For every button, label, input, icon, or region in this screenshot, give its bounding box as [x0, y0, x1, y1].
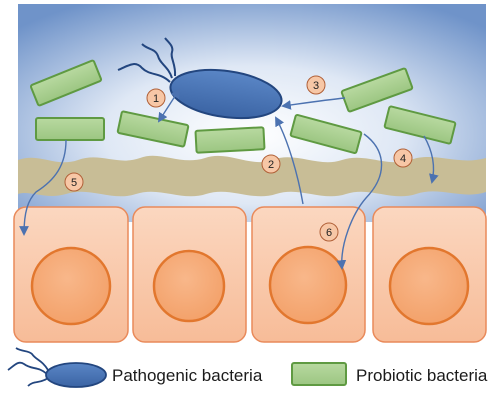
marker-5-label: 5 [71, 177, 77, 189]
marker-3: 3 [306, 75, 326, 95]
cell-nucleus [388, 246, 470, 326]
probiotic-bacterium [289, 114, 363, 154]
cell-nucleus [152, 249, 226, 323]
flagellum [117, 63, 171, 83]
marker-5: 5 [64, 172, 84, 192]
probiotic-bacterium [35, 117, 105, 141]
legend-probiotic-icon [291, 362, 347, 386]
cell-nucleus [30, 246, 112, 326]
arrow-3 [281, 97, 346, 110]
probiotic-bacterium [29, 59, 103, 107]
arrow-6 [336, 133, 383, 270]
marker-4: 4 [393, 148, 413, 168]
marker-6-label: 6 [326, 227, 332, 239]
arrow-2-to-pathogen [275, 116, 304, 205]
interaction-arrows [19, 88, 439, 270]
marker-2-label: 2 [268, 159, 274, 171]
arrow-5 [19, 139, 67, 236]
mucus-layer [18, 155, 486, 197]
flagellum [164, 37, 177, 77]
arrow-1 [157, 88, 181, 123]
flagellum [141, 43, 173, 79]
legend-probiotic-label: Probiotic bacteria [356, 366, 488, 385]
arrow-4 [423, 135, 439, 184]
marker-6: 6 [319, 222, 339, 242]
marker-1: 1 [146, 88, 166, 108]
marker-3-label: 3 [313, 80, 319, 92]
marker-1-label: 1 [153, 93, 159, 105]
probiotic-bacterium [194, 126, 266, 154]
cell-nucleus [268, 245, 348, 325]
legend-pathogenic-label: Pathogenic bacteria [112, 366, 263, 385]
probiotic-bacterium [340, 67, 414, 113]
number-markers: 1 2 3 4 5 6 [64, 75, 413, 242]
epithelial-cells [13, 206, 487, 343]
probiotic-bacteria-group [29, 59, 457, 154]
legend-pathogen-icon [7, 347, 107, 388]
probiotic-bacterium [116, 110, 190, 148]
legend: Pathogenic bacteria Probiotic bacteria [7, 347, 488, 388]
marker-4-label: 4 [400, 153, 406, 165]
marker-2: 2 [261, 154, 281, 174]
probiotic-bacterium [383, 105, 457, 145]
